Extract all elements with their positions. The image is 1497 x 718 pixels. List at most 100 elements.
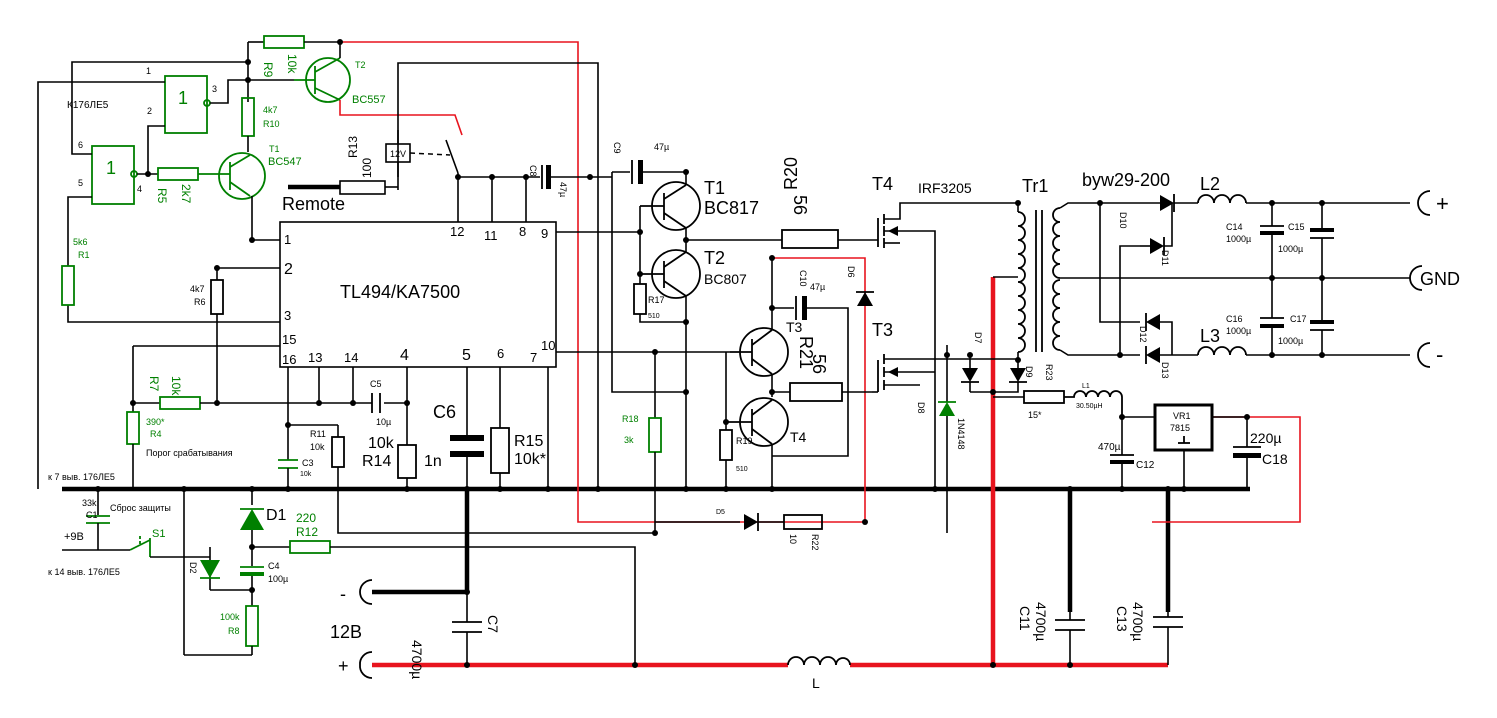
ic-pin-9: 9 <box>541 226 548 241</box>
d7-label: D7 <box>973 332 983 344</box>
ic-pin-8: 8 <box>519 224 526 239</box>
protection-network: к 7 выв. 176ЛЕ5 33k C1 Сброс защиты +9В … <box>48 472 636 665</box>
c6-value: 1n <box>424 453 442 470</box>
r10-label: R10 <box>263 119 280 129</box>
regulator-vr1: VR1 7815 470µ C12 220µ C18 <box>1098 403 1288 489</box>
driver-t1-type: BC817 <box>704 198 759 218</box>
d8-label: D8 <box>916 402 926 414</box>
t1-label: T1 <box>269 144 280 154</box>
output-gnd-label: GND <box>1420 269 1460 289</box>
c7-value: 4700µ <box>409 640 425 679</box>
threshold-label: Порог срабатывания <box>146 448 233 458</box>
r11-label: R11 <box>310 429 326 439</box>
driver-t3-label: T3 <box>786 319 803 335</box>
c11-value: 4700µ <box>1033 602 1049 641</box>
r10-value: 4k7 <box>263 105 278 115</box>
r4-value: 390* <box>146 417 165 427</box>
ic-pin-12: 12 <box>450 224 464 239</box>
mosfets: T4 IRF3205 T3 D8 1N4148 D7 D9 <box>860 174 1034 533</box>
capacitor-c8: C8 47µ <box>528 165 568 197</box>
driver-t4-label: T4 <box>790 429 807 445</box>
r5-label: R5 <box>155 188 169 204</box>
r21-value: 56 <box>809 354 829 374</box>
gate1-symbol: 1 <box>178 88 188 108</box>
s1-label: S1 <box>152 528 165 540</box>
input-minus-label: - <box>340 584 346 604</box>
r9-value: 10k <box>285 54 299 74</box>
c16-label: C16 <box>1226 314 1243 324</box>
r1-value: 5k6 <box>73 237 88 247</box>
t2-label: T2 <box>355 60 366 70</box>
c16-value: 1000µ <box>1226 326 1251 336</box>
driver-t2-label: T2 <box>704 248 725 268</box>
r20-value: 56 <box>790 195 810 215</box>
d1-label: D1 <box>266 507 287 524</box>
r7-label: R7 <box>147 376 161 392</box>
l1-label: L1 <box>1082 383 1090 390</box>
ic-pin-1: 1 <box>284 232 291 247</box>
logic-gates: 1 1 К176ЛЕ5 1 2 3 4 5 6 <box>37 42 249 489</box>
transformer-tr1: Tr1 R23 15* L1 30.50µH <box>993 176 1410 420</box>
logic-chip-label: К176ЛЕ5 <box>67 100 109 111</box>
l1-value: 30.50µH <box>1076 403 1103 410</box>
r20-label: R20 <box>781 157 801 190</box>
ic-pin-7: 7 <box>530 350 537 365</box>
c17-label: C17 <box>1290 314 1307 324</box>
logic-pin-6: 6 <box>78 140 83 150</box>
c4-value: 100µ <box>268 574 288 584</box>
c10-label: C10 <box>798 270 808 287</box>
capacitor-c11: 4700µ C11 <box>1017 602 1085 665</box>
r8-label: R8 <box>228 626 240 636</box>
c15-label: C15 <box>1288 222 1305 232</box>
r17-label: R17 <box>648 295 665 305</box>
pin14-note: к 14 выв. 176ЛЕ5 <box>48 567 120 577</box>
r22-value: 10 <box>788 534 798 544</box>
c1-value: 33k <box>82 498 97 508</box>
ic-pin-13: 13 <box>308 350 322 365</box>
c4-label: C4 <box>268 561 280 571</box>
gate2-symbol: 1 <box>106 158 116 178</box>
relay-label: 12V <box>390 149 406 159</box>
d13-label: D13 <box>1160 362 1170 379</box>
reset-label: Сброс защиты <box>110 503 171 513</box>
d12-label: D12 <box>1138 326 1148 343</box>
vr1-type: 7815 <box>1170 423 1190 433</box>
r11-value: 10k <box>310 442 325 452</box>
d5-label: D5 <box>716 509 725 516</box>
logic-pin-4: 4 <box>137 184 142 194</box>
l2-label: L2 <box>1200 174 1220 194</box>
feedback-network: 10k R7 390* R4 Порог срабатывания C5 10µ… <box>126 376 655 534</box>
driver-stage: C9 47µ T1 BC817 T2 BC807 R17 510 56 R20 <box>611 142 874 551</box>
ic-name: TL494/KA7500 <box>340 282 460 302</box>
r7-value: 10k <box>169 376 183 396</box>
plus9v-label: +9В <box>64 531 84 543</box>
c7-label: C7 <box>485 615 501 633</box>
r15-value: 10k* <box>514 451 546 468</box>
input-plus-label: + <box>338 656 349 676</box>
voltage-label: 12В <box>330 622 362 642</box>
driver-t2-type: BC807 <box>704 271 747 287</box>
c3-value: 10k <box>300 471 312 478</box>
c5-label: C5 <box>370 379 382 389</box>
c12-label: C12 <box>1136 460 1155 471</box>
r19-value: 510 <box>736 466 748 473</box>
c15-value: 1000µ <box>1278 244 1303 254</box>
r14-label: R14 <box>362 453 391 470</box>
output-minus-label: - <box>1436 342 1443 367</box>
r14-value: 10k <box>368 435 395 452</box>
l-label: L <box>812 675 820 691</box>
capacitor-c13: 4700µ C13 <box>1114 602 1183 665</box>
t1-type: BC547 <box>268 156 302 168</box>
c11-label: C11 <box>1017 606 1033 631</box>
ic-pin-2: 2 <box>284 261 293 278</box>
c13-label: C13 <box>1114 606 1130 632</box>
r12-label: R12 <box>296 525 318 539</box>
r4-label: R4 <box>150 429 162 439</box>
r22-label: R22 <box>810 534 820 551</box>
d10-label: D10 <box>1118 212 1128 229</box>
bias-network: R9 10k T2 BC557 4k7 R10 T1 BC547 R5 2k7 … <box>61 35 386 403</box>
c12-value: 470µ <box>1098 442 1121 453</box>
c8-label: C8 <box>528 165 538 177</box>
c8-value: 47µ <box>558 182 568 197</box>
r19-label: R19 <box>736 436 753 446</box>
